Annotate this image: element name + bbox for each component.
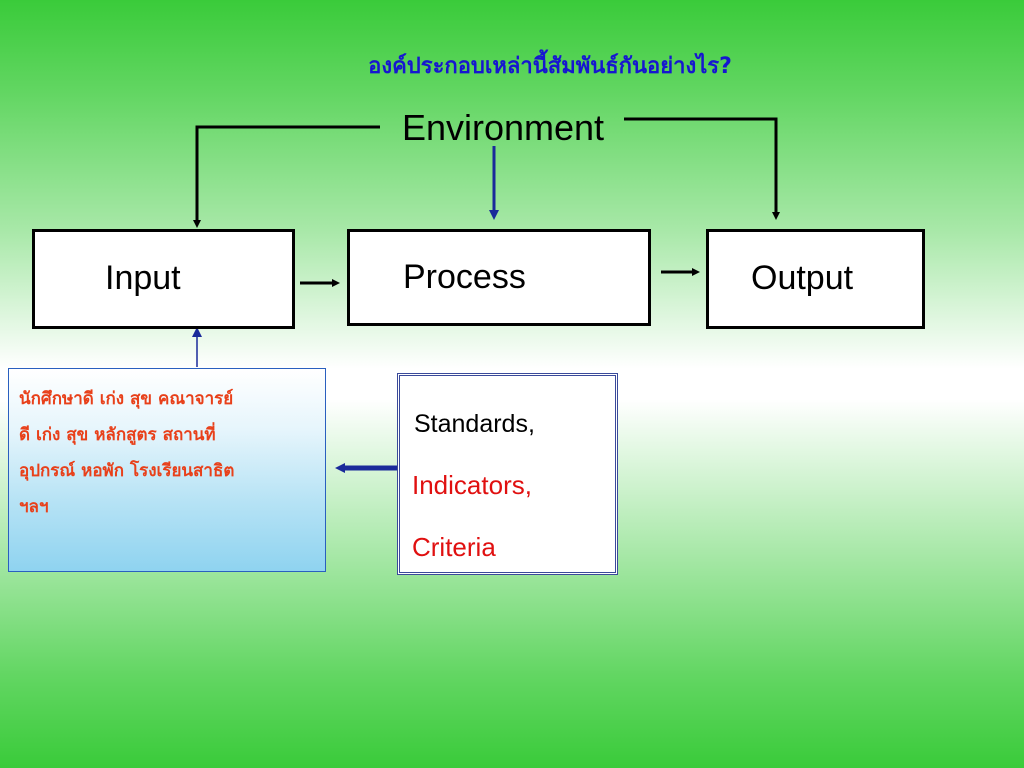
criteria-label: Criteria xyxy=(412,532,496,562)
input-box: Input xyxy=(32,229,295,329)
input-resources-box: นักศึกษาดี เก่ง สุข คณาจารย์ ดี เก่ง สุข… xyxy=(8,368,326,572)
resources-line: ดี เก่ง สุข หลักสูตร สถานที่ xyxy=(19,425,216,445)
environment-to-output-arrow xyxy=(624,117,780,220)
indicators-label: Indicators, xyxy=(412,470,532,500)
resources-line: อุปกรณ์ หอพัก โรงเรียนสาธิต xyxy=(19,461,235,481)
output-label: Output xyxy=(751,259,854,297)
resources-line: นักศึกษาดี เก่ง สุข คณาจารย์ xyxy=(19,389,234,409)
resources-line: ฯลฯ xyxy=(19,497,49,517)
standards-label: Standards, xyxy=(414,410,535,438)
process-label: Process xyxy=(403,258,526,296)
slide-title: องค์ประกอบเหล่านี้สัมพันธ์กันอย่างไร? xyxy=(368,54,732,79)
environment-label: Environment xyxy=(401,107,605,148)
output-box: Output xyxy=(706,229,925,329)
standards-box: Standards, Indicators, Criteria xyxy=(399,375,616,573)
environment-to-input-arrow xyxy=(193,125,380,228)
input-label: Input xyxy=(105,259,181,297)
process-box: Process xyxy=(347,229,651,326)
